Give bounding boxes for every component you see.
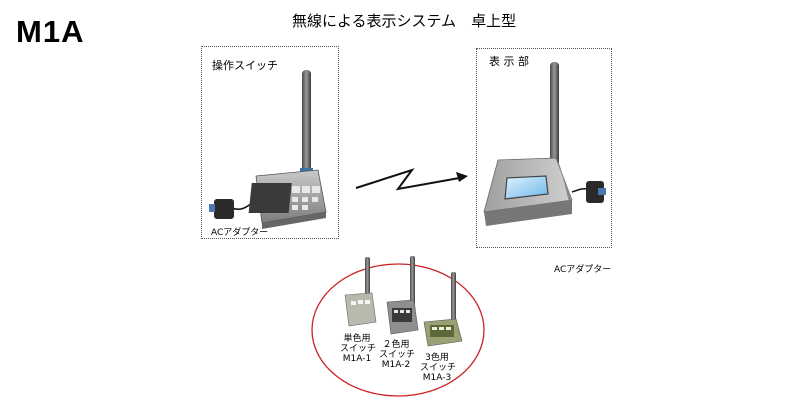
variant-device-2	[386, 256, 419, 335]
model-code: M1A	[16, 14, 85, 49]
diagram-title: 無線による表示システム 卓上型	[292, 12, 517, 30]
switch-panel	[201, 46, 339, 239]
antenna-icon	[550, 62, 559, 180]
display-panel-label: 表 示 部	[489, 55, 529, 68]
variant-device-1	[344, 257, 377, 327]
antenna-icon	[302, 70, 311, 180]
screen	[504, 175, 549, 200]
antenna-icon	[451, 272, 456, 324]
display-device	[483, 62, 606, 226]
variant-device-3	[423, 272, 463, 347]
ac-adapter-icon	[586, 181, 604, 203]
display-panel	[476, 48, 612, 248]
display-adapter-label: ACアダプター	[554, 265, 612, 275]
adapter-cable	[571, 188, 589, 193]
switch-adapter-label: ACアダプター	[211, 228, 269, 238]
switch-panel-label: 操作スイッチ	[212, 59, 278, 72]
variants-ellipse	[311, 263, 485, 397]
ac-adapter-icon	[214, 199, 234, 219]
wireless-signal-icon	[355, 168, 468, 191]
switch-device	[209, 70, 327, 229]
antenna-icon	[410, 256, 415, 310]
